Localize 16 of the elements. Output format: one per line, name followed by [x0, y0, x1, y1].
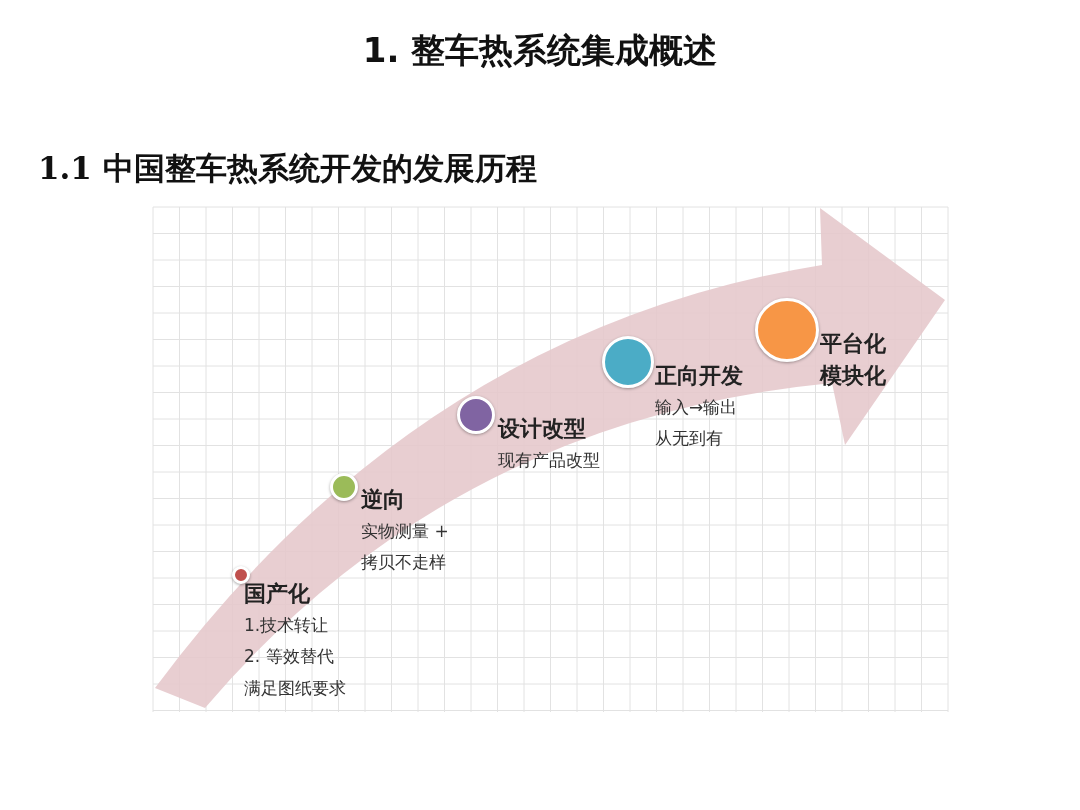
title: 1. 整车热系统集成概述 [362, 29, 718, 72]
stage-description: 输入→输出 [655, 395, 739, 419]
stage-heading: 模块化 [820, 361, 886, 390]
stage-description: 实物测量 + [361, 519, 449, 543]
subtitle: 1.1 中国整车热系统开发的发展历程 [38, 149, 537, 188]
stage-description: 现有产品改型 [498, 448, 600, 472]
stage-description: 2. 等效替代 [244, 645, 335, 669]
stage-heading: 正向开发 [655, 362, 743, 390]
stage-description: 1.技术转让 [244, 613, 330, 637]
stage-heading: 逆向 [361, 486, 406, 514]
stage-description: 拷贝不走样 [361, 551, 447, 575]
stage-description: 从无到有 [655, 427, 724, 451]
stage-heading: 国产化 [244, 580, 311, 608]
stage-heading: 设计改型 [498, 415, 587, 443]
stage-heading: 平台化 [820, 330, 886, 358]
stage-description: 满足图纸要求 [244, 676, 346, 700]
